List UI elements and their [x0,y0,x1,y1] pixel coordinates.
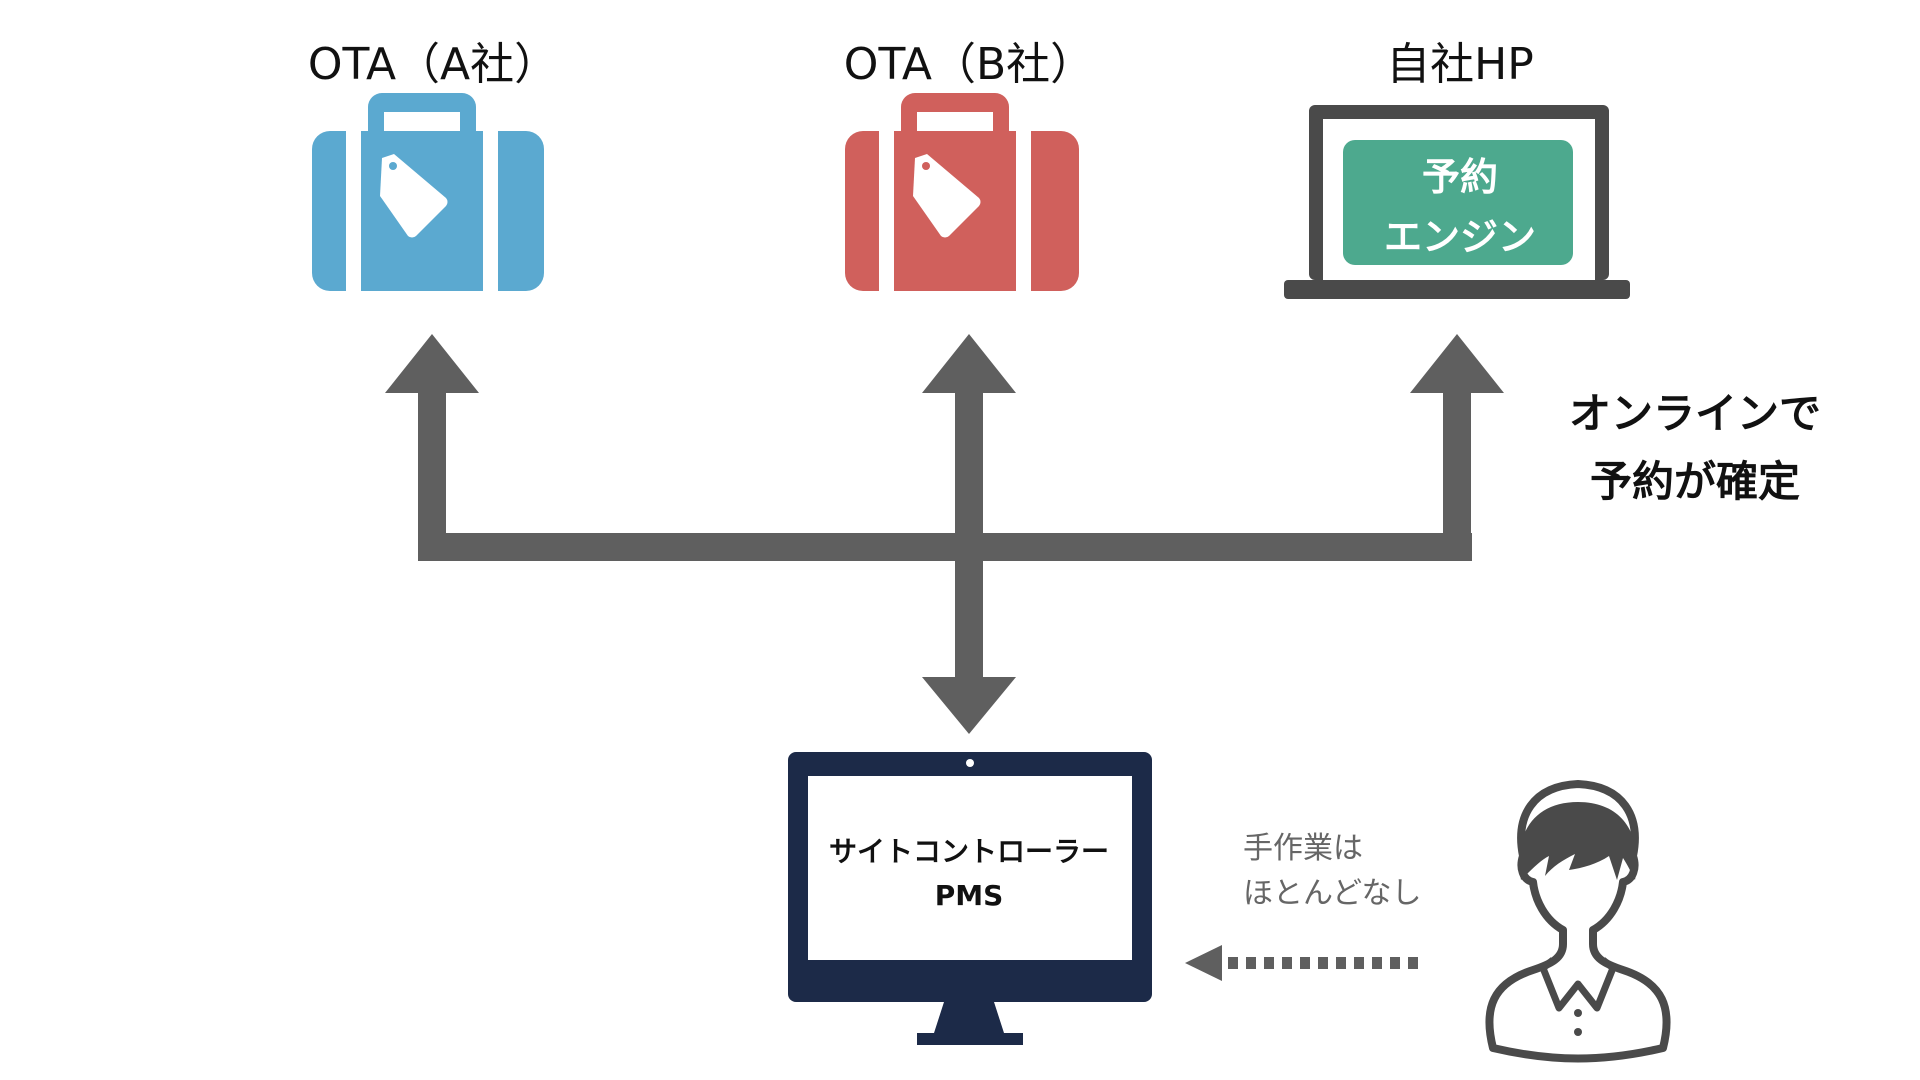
arrow-stem-ota-b [955,390,983,680]
pms-line1: サイトコントローラー [828,835,1110,868]
ota-a-title: OTA（A社） [307,39,559,90]
arrow-head-own-hp [1410,334,1504,393]
arrow-head-ota-b [922,334,1016,393]
arrow-head-ota-a [385,334,479,393]
pms-screen-label: サイトコントローラー PMS [829,830,1109,918]
own-hp-title: 自社HP [1386,39,1534,90]
manual-input-arrow [1185,945,1418,981]
booking-engine-line2: エンジン [1383,215,1537,259]
booking-engine-panel [1343,140,1573,265]
monitor-icon [788,752,1152,1045]
laptop-icon [1284,105,1630,299]
ota-b-title: OTA（B社） [843,39,1095,90]
online-confirmation-note: オンラインで 予約が確定 [1569,380,1821,516]
online-note-line2: 予約が確定 [1589,457,1801,506]
booking-engine-label: 予約 エンジン [1384,147,1536,267]
suitcase-icon [845,93,1079,291]
connector-bar [418,533,1472,561]
booking-engine-line1: 予約 [1421,155,1499,199]
suitcase-icon [312,93,544,291]
manual-work-note: 手作業は ほとんどなし [1243,826,1422,916]
sync-arrows [385,334,1504,734]
pms-line2: PMS [934,879,1004,912]
arrow-stem-ota-a [418,390,446,561]
arrow-head-pms [922,677,1016,734]
person-icon [1485,780,1671,1063]
manual-note-line2: ほとんどなし [1243,876,1422,911]
dotted-line [1228,957,1418,969]
online-note-line1: オンラインで [1568,389,1822,438]
manual-note-line1: 手作業は [1243,831,1363,866]
arrow-stem-own-hp [1443,390,1471,561]
